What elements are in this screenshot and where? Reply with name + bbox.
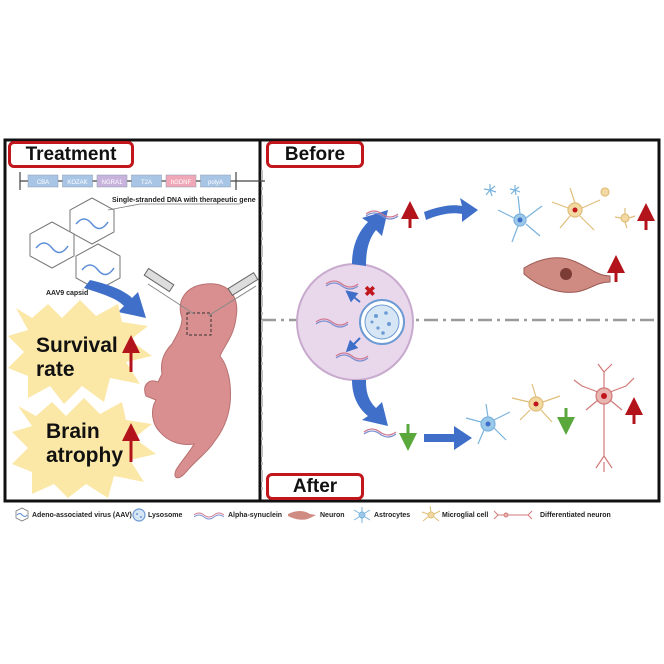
syringe-left (143, 267, 195, 315)
after-differentiated-neuron (573, 363, 635, 472)
before-to-glia-arrow (424, 198, 478, 222)
construct-segment (165, 174, 197, 188)
legend-alpha-synuclein-icon (193, 512, 225, 520)
legend-lysosome: Lysosome (148, 512, 183, 519)
blocked-arrow (345, 290, 361, 303)
outer-frame (3, 138, 661, 503)
atrophy-star (12, 398, 156, 498)
survival-text: Survival rate (36, 334, 118, 382)
after-branch-arrow (352, 380, 388, 426)
legend-astrocyte-icon (353, 507, 371, 523)
construct-segment (200, 174, 231, 188)
mouse-illustration (144, 283, 238, 479)
legend-neuron: Neuron (320, 512, 345, 519)
before-astrocytes (483, 184, 543, 243)
capsid-label: AAV9 capsid (46, 290, 89, 297)
lysosome-contents (370, 311, 391, 335)
construct-segment-label: NGRA1 (102, 180, 123, 186)
survival-line1: Survival (36, 334, 118, 357)
construct-segment-label: CBA (37, 180, 49, 186)
syringe-right (207, 271, 259, 317)
legend-diff: Differentiated neuron (540, 512, 611, 519)
legend-micro: Microglial cell (442, 512, 489, 519)
dna-construct: CBA KOZAK NGRA1 T2A hGDNF polyA (19, 172, 265, 190)
lysosome-inner (364, 304, 400, 340)
treatment-label: Treatment (8, 141, 134, 168)
construct-segment-label: polyA (208, 180, 223, 186)
legend-aav: Adeno-associated virus (AAV) (32, 512, 132, 519)
atrophy-line2: atrophy (46, 444, 124, 467)
after-microglia (511, 383, 561, 423)
atrophy-line1: Brain (46, 420, 100, 443)
construct-segment-label: KOZAK (67, 180, 87, 186)
before-label: Before (266, 141, 364, 168)
after-to-glia-arrow (424, 426, 472, 450)
before-alpha-synuclein (365, 210, 399, 220)
construct-segment (96, 174, 128, 188)
construct-segment-label: T2A (141, 180, 152, 186)
after-label: After (266, 473, 364, 500)
before-neuron (523, 257, 611, 293)
legend-microglia-icon (421, 505, 441, 522)
construct-segment-label: hGDNF (171, 180, 192, 186)
legend-aav-icon (15, 507, 29, 522)
legend-astro: Astrocytes (374, 512, 411, 519)
legend-differentiated-neuron-icon (493, 510, 533, 520)
after-alpha-synuclein (363, 428, 397, 438)
aav-capsids (29, 197, 240, 291)
construct-segment (27, 174, 59, 188)
before-microglia (551, 187, 636, 231)
survival-star (8, 300, 152, 404)
alpha-synuclein-in-cell (315, 280, 369, 362)
legend-alpha: Alpha-synuclein (228, 512, 283, 519)
dna-label: Single-stranded DNA with therapeutic gen… (112, 197, 256, 204)
atrophy-text: Brain atrophy (46, 420, 123, 468)
block-x-icon: ✖ (364, 283, 376, 299)
after-astrocyte (465, 403, 511, 445)
legend-neuron-icon (288, 511, 316, 520)
before-branch-arrow (352, 210, 388, 266)
survival-line2: rate (36, 358, 75, 381)
degradation-arrow (345, 337, 361, 353)
legend-lysosome-icon (132, 508, 146, 522)
injection-arrow (84, 280, 146, 318)
construct-segment (131, 174, 162, 188)
construct-segment (62, 174, 93, 188)
